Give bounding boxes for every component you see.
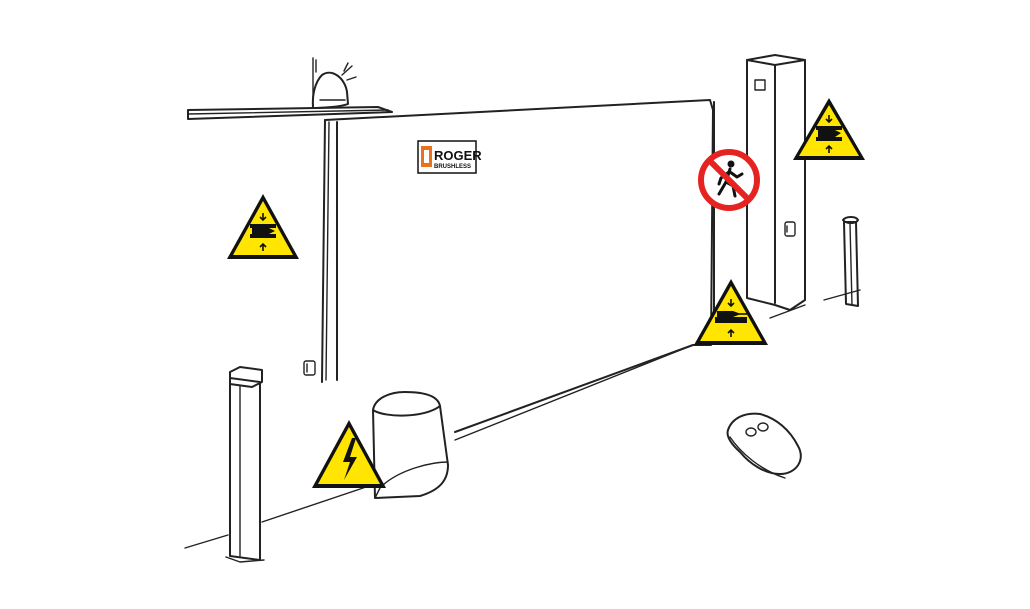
- warning-sign-crush-hand-wall: [227, 194, 299, 259]
- hand-crush-icon: [250, 213, 276, 251]
- gate-motor: [372, 391, 449, 499]
- logo-subtitle-text: BRUSHLESS: [434, 164, 471, 170]
- warning-sign-crush-hand-gate-edge: [694, 279, 768, 345]
- roger-brushless-logo: ROGER BRUSHLESS: [417, 140, 482, 174]
- photocell-left: [303, 360, 316, 376]
- ground-lines: [184, 289, 861, 549]
- receiving-pillar: [746, 54, 806, 311]
- photocell-right: [784, 221, 796, 237]
- remote-control: [726, 412, 802, 479]
- lightning-icon: [343, 438, 357, 480]
- flashing-lamp: [311, 57, 357, 109]
- bollard-right: [842, 216, 859, 307]
- prohibition-sign-no-pedestrian: [698, 149, 760, 211]
- hand-crush-icon: [816, 115, 842, 153]
- warning-sign-electric-hazard: [312, 420, 386, 488]
- bollard-left: [225, 366, 265, 563]
- hand-crush-icon: [715, 299, 747, 337]
- logo-brand-text: ROGER: [434, 148, 482, 163]
- warning-sign-crush-hand-pillar: [793, 98, 865, 160]
- gate-panel: [321, 99, 715, 433]
